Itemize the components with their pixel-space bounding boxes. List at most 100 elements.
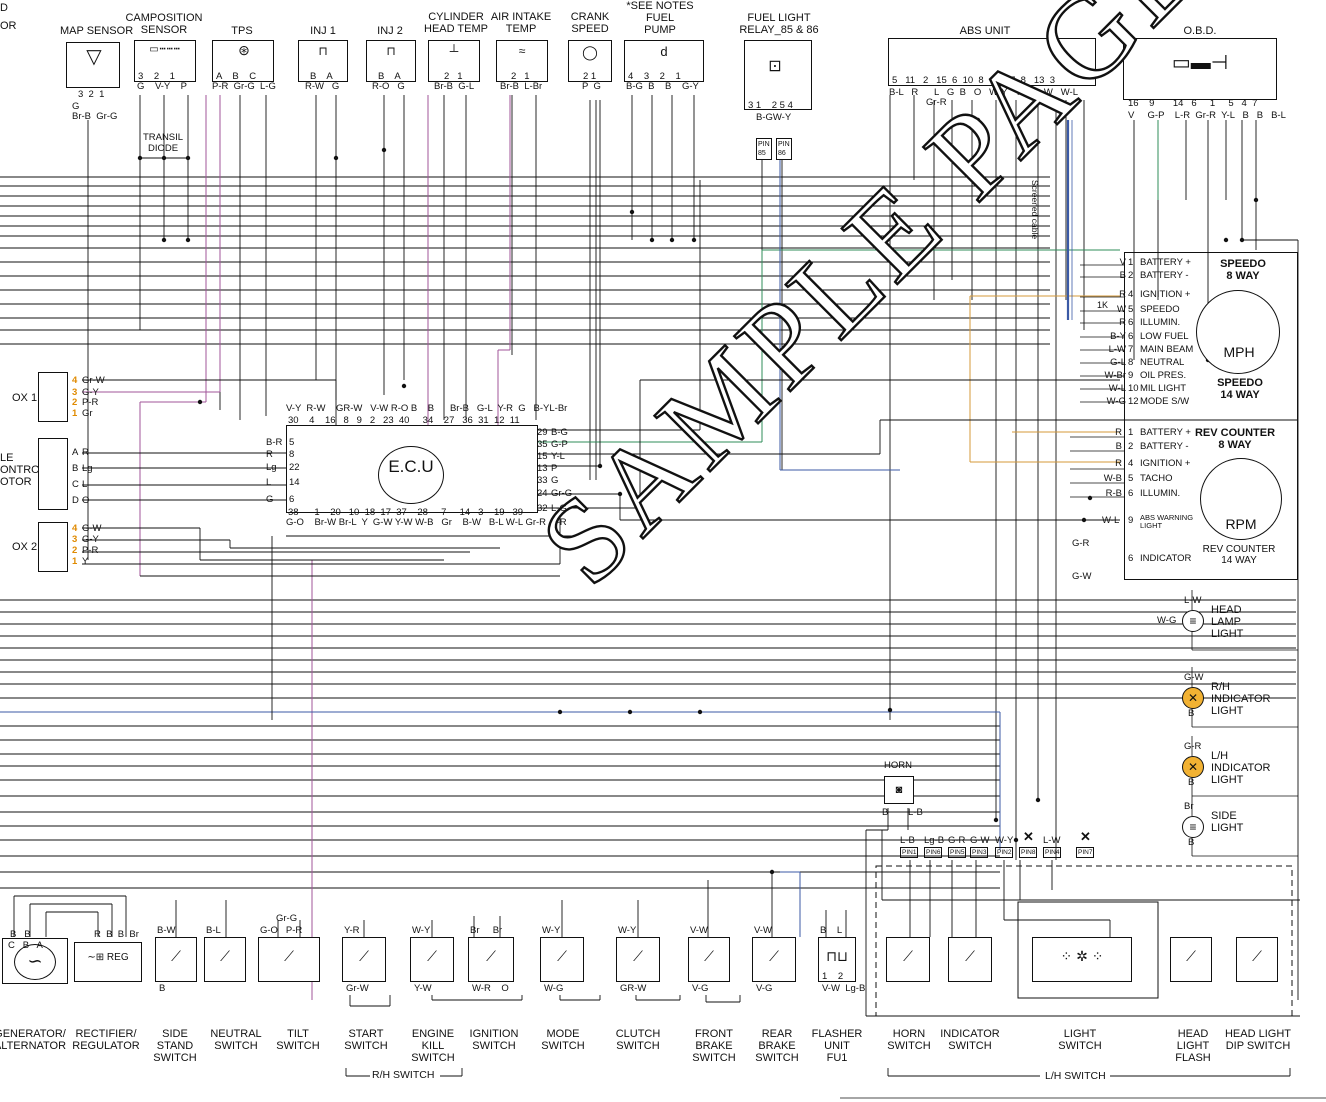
bottom-component-label: NEUTRAL SWITCH — [210, 1028, 262, 1052]
light-bottom-wire: B — [1188, 708, 1195, 719]
map-wires: G Br-B Gr-G — [72, 101, 118, 122]
switch-pins: 1 2 — [822, 971, 844, 982]
inj2-icon: ⊓ — [386, 44, 396, 58]
ecu-top-wires: V-Y R-W GR-W V-W R-O B B Br-B G-L Y-R G … — [286, 403, 568, 414]
switch-top-wire: B-L — [206, 925, 221, 936]
fuel-light-relay-label: FUEL LIGHT RELAY_85 & 86 — [739, 12, 819, 36]
rev-row-label: TACHO — [1140, 473, 1173, 484]
rev-dial — [1200, 458, 1282, 540]
bottom-component-label: TILT SWITCH — [276, 1028, 320, 1052]
light-switch-frame — [1017, 901, 1159, 999]
pin86-label: PIN 86 — [778, 141, 790, 157]
junction-dot — [887, 707, 893, 713]
light-bottom-wire: B — [1188, 777, 1195, 788]
rev-unit: RPM — [1225, 516, 1257, 532]
switch-icon: ⟋ — [171, 948, 181, 964]
light-bulb-icon: ≡ — [1182, 610, 1204, 632]
sensor-wire: Gr-W — [82, 375, 105, 386]
light-side-wire: W-G — [1157, 615, 1177, 626]
pin85-box — [756, 138, 772, 160]
indicator-wire-gw: G-W — [1072, 571, 1092, 582]
tps-wires: P-R Gr-G L-G — [212, 81, 276, 92]
ox2-label: OX 2 — [12, 541, 38, 553]
sensor-wire: P-R — [82, 545, 99, 556]
switch-box — [616, 937, 660, 982]
switch-box — [818, 937, 856, 982]
generator-pins: C B A — [8, 940, 43, 951]
ecu-right-pin: 24 — [537, 488, 548, 499]
ecu-right-wire: G-P — [551, 439, 568, 450]
switch-box — [258, 937, 320, 982]
switch-bottom-wire: W-G — [544, 983, 564, 994]
fuel-pump-label: *SEE NOTES FUEL PUMP — [626, 0, 694, 36]
speedo-row-label: MIL LIGHT — [1140, 383, 1187, 394]
junction-dot — [1013, 837, 1019, 843]
composition-sensor-label: CAMPOSITION SENSOR — [125, 12, 203, 36]
speedo-row-label: NEUTRAL — [1140, 357, 1185, 368]
speedo-row-pin: 12 — [1128, 396, 1139, 407]
abs-unit-box — [888, 38, 1096, 86]
speedo-row-pin: 2 — [1128, 270, 1134, 281]
horn-wire-right: L-B — [908, 807, 923, 818]
lh-pin-wire: G-R — [948, 835, 966, 846]
bottom-component-label: FRONT BRAKE SWITCH — [692, 1028, 736, 1064]
switch-box — [688, 937, 730, 982]
switch-box — [540, 937, 584, 982]
ecu-left-wire: B-R — [266, 437, 283, 448]
fuel-pump-box — [624, 40, 704, 82]
switch-top-wire: V-W — [690, 925, 708, 936]
bottom-component-label: HEAD LIGHT FLASH — [1175, 1028, 1211, 1064]
crank-wires: P G — [582, 81, 601, 92]
lh-pin-wire: L-W — [1043, 835, 1061, 846]
map-sensor-icon: ▽ — [86, 46, 102, 68]
obd-wires: V G-P L-R Gr-R Y-L B B B-L — [1128, 110, 1286, 121]
obd-engine-icon: ▭▬⊣ — [1171, 52, 1229, 74]
speedo-row-wire: L-W — [1108, 344, 1126, 355]
composition-sensor-icon: ▭┅┅┅ — [149, 44, 181, 55]
ecu-right-wire: Gr-G — [551, 488, 573, 499]
switch-icon: ⟋ — [965, 948, 975, 964]
sensor-wire: G-Y — [82, 387, 99, 398]
indicator-label: INDICATOR — [1140, 553, 1192, 564]
switch-bottom-wire: Gr-W — [346, 983, 369, 994]
rev-row-pin: 6 — [1128, 488, 1134, 499]
junction-dot — [597, 463, 603, 469]
bottom-component-label: HORN SWITCH — [887, 1028, 931, 1052]
rev-title: REV COUNTER 8 WAY — [1194, 427, 1276, 451]
switch-bottom-wire: V-G — [756, 983, 773, 994]
junction-dot — [1239, 237, 1245, 243]
switch-icon: ⟋ — [633, 948, 643, 964]
rev-row-label: BATTERY - — [1140, 441, 1189, 452]
speedo-row-wire: G-L — [1110, 357, 1126, 368]
lh-pin-wire: G-W — [970, 835, 990, 846]
switch-top-wire: W-Y — [542, 925, 561, 936]
ecu-top-pins: 30 4 16 8 9 2 23 40 34 27 36 31 12 11 — [288, 415, 520, 426]
bottom-component-label: HEAD LIGHT DIP SWITCH — [1224, 1028, 1291, 1052]
bottom-component-label: CLUTCH SWITCH — [615, 1028, 661, 1052]
tps-label: TPS — [231, 25, 253, 37]
switch-bottom-wire: V-W Lg-B — [822, 983, 866, 994]
ecu-right-wire: G — [551, 475, 559, 486]
junction-dot — [697, 709, 703, 715]
tps-pins: A B C — [216, 71, 257, 82]
speedo-row-label: IGNITION + — [1140, 289, 1191, 300]
switch-top-wire: B L — [820, 925, 843, 936]
switch-box — [752, 937, 796, 982]
junction-dot — [185, 237, 191, 243]
abs-warning-pin: 9 — [1128, 515, 1134, 526]
speedo-row-wire: W-L — [1108, 383, 1126, 394]
switch-bottom-wire: GR-W — [620, 983, 647, 994]
bottom-component-label: RECTIFIER/ REGULATOR — [72, 1028, 140, 1052]
speedo-row-wire: B — [1119, 270, 1126, 281]
lh-pin-wire: L-B — [900, 835, 915, 846]
sensor-pin: C — [72, 479, 79, 490]
junction-dot — [137, 155, 143, 161]
lh-pin-box: PIN2 — [995, 847, 1014, 858]
rev-row-pin: 4 — [1128, 458, 1134, 469]
switch-icon: ⟋ — [359, 948, 369, 964]
inj1-wires: R-W G — [305, 81, 340, 92]
ecu-left-wire: R — [266, 449, 273, 460]
top-left-fragment-1: D — [0, 2, 8, 14]
sensor-pin: 1 — [72, 556, 78, 567]
speedo-row-pin: 6 — [1128, 331, 1134, 342]
